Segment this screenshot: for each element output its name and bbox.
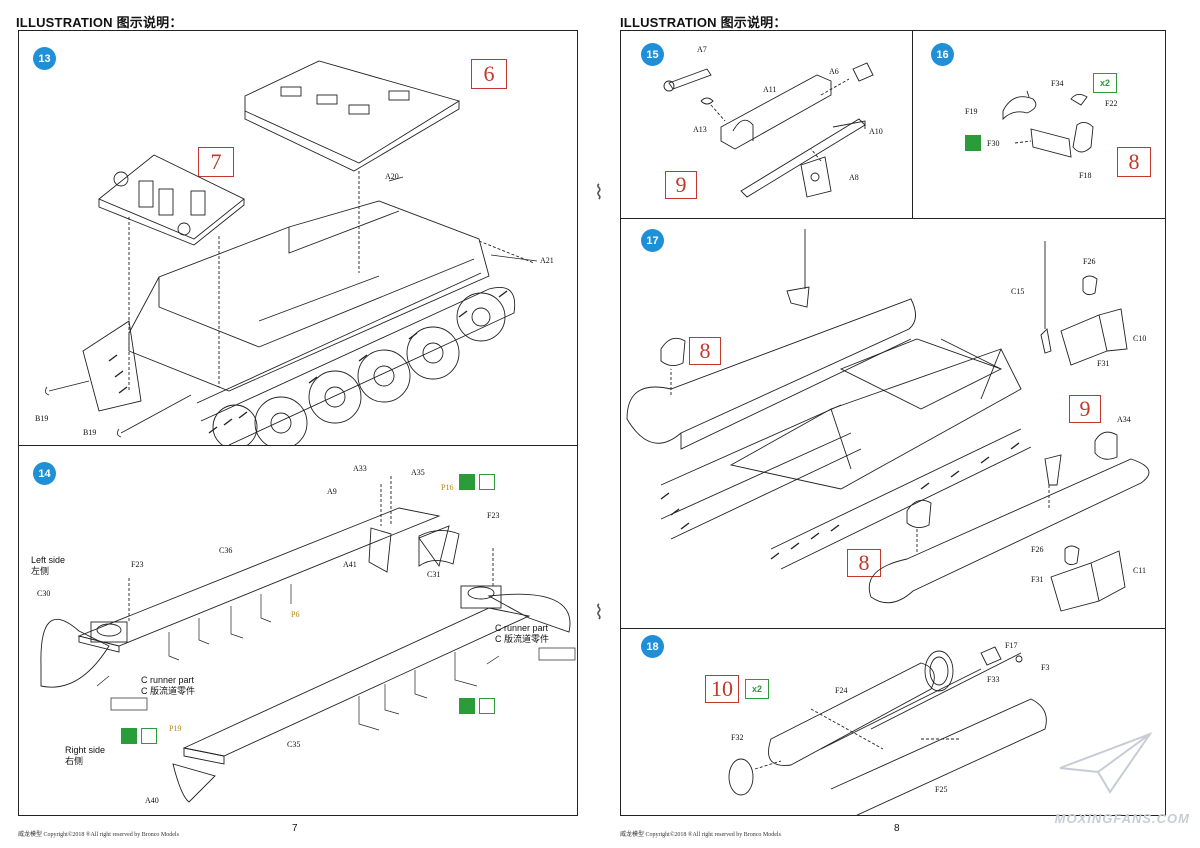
part-label: C11 [1133, 566, 1147, 575]
step-number-badge: 18 [641, 635, 664, 658]
reference-step-box: 8 [689, 337, 721, 365]
runner-note: C runner part [141, 675, 195, 685]
quantity-badge: x2 [745, 679, 769, 699]
reference-step-box: 9 [1069, 395, 1101, 423]
stowage-bin-drawing [728, 646, 1047, 815]
step-13-panel: 13 6 7 [18, 30, 578, 446]
part-label: F26 [1083, 257, 1096, 266]
watermark: MOXINGFANS.COM [1054, 811, 1190, 826]
part-label: A6 [829, 67, 839, 76]
copyright-footer: 威龙模型 Copyright©2018 ®All right reserved … [18, 832, 179, 838]
glue-icon [965, 135, 981, 151]
copyright-footer: 威龙模型 Copyright©2018 ®All right reserved … [620, 832, 781, 838]
quantity-badge: x2 [1093, 73, 1117, 93]
glue-icon [459, 474, 475, 490]
part-label: F3 [1041, 663, 1050, 672]
hull-assembly-drawing [45, 60, 538, 445]
paper-plane-logo-icon [1059, 731, 1153, 794]
part-label: A13 [693, 125, 707, 134]
runner-note: C runner part [495, 623, 549, 633]
runner-note-cn: C 版流道零件 [495, 634, 550, 644]
part-label: F25 [935, 785, 948, 794]
part-label: F24 [835, 686, 848, 695]
part-label: C30 [37, 589, 51, 598]
part-label: F18 [1079, 171, 1092, 180]
part-label: C10 [1133, 334, 1147, 343]
step-number-badge: 17 [641, 229, 664, 252]
hull-fender-drawing [626, 229, 1150, 612]
step-17-panel: 17 8 9 8 [620, 218, 1166, 630]
part-label: C31 [427, 570, 441, 579]
reference-step-box: 8 [847, 549, 881, 577]
part-label: F22 [1105, 99, 1118, 108]
paint-part-label: P6 [291, 610, 300, 619]
part-label: A7 [697, 45, 707, 54]
part-label: F17 [1005, 641, 1018, 650]
part-label: F33 [987, 675, 1000, 684]
step-15-panel: 15 9 A7 A6 A11 A13 A10 A8 [620, 30, 914, 220]
part-label: A33 [353, 464, 367, 473]
fitting-drawing [663, 62, 874, 198]
part-label: A11 [763, 85, 777, 94]
part-label: A41 [343, 560, 357, 569]
step-number-badge: 14 [33, 462, 56, 485]
binding-mark: ⌇ [594, 180, 604, 204]
left-side-label: Left side [31, 555, 66, 565]
right-side-label: Right side [65, 745, 106, 755]
part-label: F23 [131, 560, 144, 569]
page-number: 7 [292, 823, 298, 834]
left-side-label-cn: 左侧 [31, 566, 50, 576]
part-label: A20 [385, 172, 399, 181]
step-16-panel: 16 x2 8 F34 F19 F22 F30 F18 [912, 30, 1166, 220]
reference-step-box: 10 [705, 675, 739, 703]
part-label: F23 [487, 511, 500, 520]
paint-part-label: P16 [441, 483, 454, 492]
part-label: C35 [287, 740, 301, 749]
part-label: F31 [1097, 359, 1110, 368]
binding-mark: ⌇ [594, 600, 604, 624]
right-side-label-cn: 右侧 [65, 756, 84, 766]
part-label: F19 [965, 107, 978, 116]
page-header-right: ILLUSTRATION 图示说明： [620, 15, 787, 30]
step-number-badge: 16 [931, 43, 954, 66]
glue-icon [459, 698, 475, 714]
reference-step-box: 9 [665, 171, 697, 199]
reference-step-box: 8 [1117, 147, 1151, 177]
reference-step-box: 7 [198, 147, 234, 177]
part-label: F30 [987, 139, 1000, 148]
drill-icon [479, 474, 495, 490]
fender-assembly-drawing [40, 476, 576, 803]
step-number-badge: 13 [33, 47, 56, 70]
part-label: F32 [731, 733, 744, 742]
reference-step-box: 6 [471, 59, 507, 89]
part-label: C36 [219, 546, 233, 555]
drill-icon [141, 728, 157, 744]
step-number-badge: 15 [641, 43, 664, 66]
step-18-panel: 18 10 x2 F17 F3 F24 F33 F32 F25 [620, 628, 1166, 816]
part-label: F31 [1031, 575, 1044, 584]
part-label: B19 [35, 414, 49, 423]
page-number: 8 [894, 823, 900, 834]
part-label: A9 [327, 487, 337, 496]
part-label: A35 [411, 468, 425, 477]
part-label: A8 [849, 173, 859, 182]
part-label: C15 [1011, 287, 1025, 296]
fitting-drawing [1002, 90, 1094, 158]
drill-icon [479, 698, 495, 714]
paint-part-label: P19 [169, 724, 182, 733]
runner-note-cn: C 版流道零件 [141, 686, 196, 696]
part-label: F34 [1051, 79, 1064, 88]
part-label: F26 [1031, 545, 1044, 554]
step-14-panel: 14 [18, 445, 578, 816]
part-label: A10 [869, 127, 883, 136]
part-label: A34 [1117, 415, 1131, 424]
part-label: B19 [83, 428, 97, 437]
glue-icon [121, 728, 137, 744]
part-label: A40 [145, 796, 159, 805]
page-header-left: ILLUSTRATION 图示说明： [16, 15, 183, 30]
part-label: A21 [540, 256, 554, 265]
